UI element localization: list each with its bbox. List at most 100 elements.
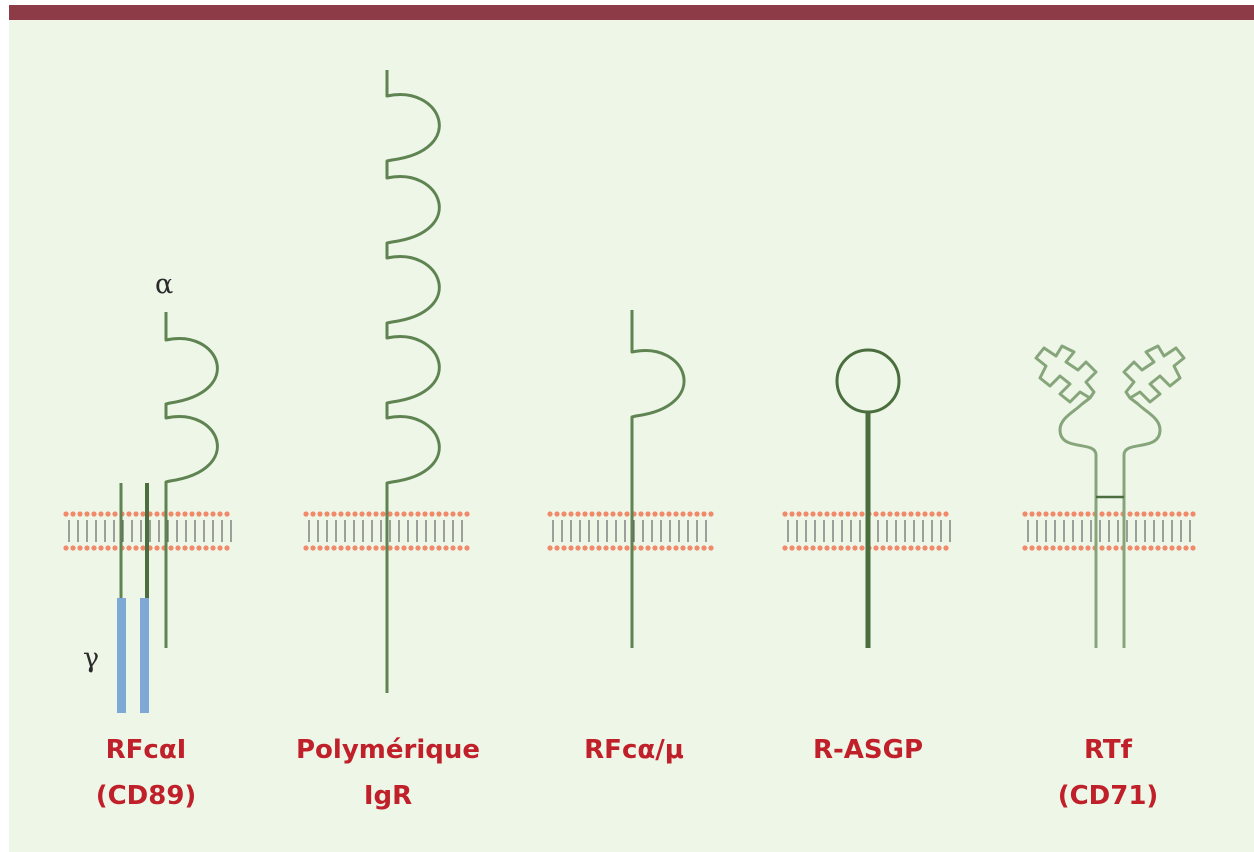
lipid-head [324,545,330,551]
lipid-head [796,511,802,517]
lipid-head [91,511,97,517]
lipid-head [873,545,879,551]
lipid-head [929,511,935,517]
label-rfcai-line1: RFcαI [106,735,187,765]
lipid-head [831,511,837,517]
lipid-head [182,511,188,517]
lipid-head [929,545,935,551]
lipid-head [415,511,421,517]
lipid-head [373,511,379,517]
lipid-head [154,545,160,551]
lipid-head [680,511,686,517]
lipid-head [443,545,449,551]
lipid-head [126,545,132,551]
lipid-head [1064,545,1070,551]
lipid-head [436,545,442,551]
lipid-head [1169,545,1175,551]
lipid-head [554,511,560,517]
lipid-head [1176,545,1182,551]
lipid-head [936,545,942,551]
lipid-head [817,545,823,551]
lipid-head [880,511,886,517]
membrane-bilayer [63,511,232,551]
lipid-head [196,511,202,517]
lipid-head [140,511,146,517]
lipid-head [1029,511,1035,517]
lipid-head [373,545,379,551]
lipid-head [789,511,795,517]
lipid-head [582,511,588,517]
lipid-head [568,545,574,551]
lipid-head [112,545,118,551]
receptor-rasgp [835,348,901,648]
lipid-head [824,511,830,517]
lipid-head [1113,511,1119,517]
rtf-arm-left [1034,344,1098,456]
lipid-head [708,545,714,551]
lipid-head [547,545,553,551]
lipid-head [1127,511,1133,517]
lipid-head [782,511,788,517]
lipid-head [1078,545,1084,551]
lipid-head [603,545,609,551]
lipid-head [936,511,942,517]
lipid-head [464,545,470,551]
lipid-head [1113,545,1119,551]
lipid-head [1162,511,1168,517]
lipid-head [394,511,400,517]
lipid-head [1148,511,1154,517]
lipid-head [1071,511,1077,517]
label-rtf-line2: (CD71) [1058,781,1159,811]
membrane-bilayer [303,511,470,551]
lipid-head [189,511,195,517]
lipid-head [1099,511,1105,517]
lipid-head [887,511,893,517]
lipid-head [659,545,665,551]
lipid-head [645,545,651,551]
label-rfcai-line2: (CD89) [96,781,197,811]
lipid-head [331,511,337,517]
alpha-chain [164,312,219,648]
lipid-head [1071,545,1077,551]
lipid-head [366,545,372,551]
receptor-rfcai: α γ [83,269,219,713]
lipid-head [450,511,456,517]
lipid-head [894,545,900,551]
lipid-head [203,545,209,551]
lipid-head [894,511,900,517]
lipid-head [659,511,665,517]
lipid-head [210,511,216,517]
lipid-head [789,545,795,551]
gamma-chain-right [140,598,149,713]
lipid-head [652,545,658,551]
lipid-head [845,511,851,517]
lipid-head [303,545,309,551]
lipid-head [70,511,76,517]
lipid-head [210,545,216,551]
lipid-head [1190,511,1196,517]
lipid-head [1155,511,1161,517]
lipid-head [359,545,365,551]
lipid-head [1141,511,1147,517]
lipid-head [922,545,928,551]
label-rtf-line1: RTf [1084,735,1133,765]
lipid-head [596,545,602,551]
lipid-head [915,511,921,517]
lipid-head [1043,511,1049,517]
lipid-head [303,511,309,517]
label-rasgp: R-ASGP [813,735,923,765]
lipid-head [1050,511,1056,517]
lipid-head [1036,545,1042,551]
receptor-rfcamu [630,310,686,648]
lipid-head [366,511,372,517]
lipid-head [324,511,330,517]
lipid-head [387,511,393,517]
lipid-head [310,511,316,517]
lipid-head [415,545,421,551]
lipid-head [387,545,393,551]
lipid-head [1085,545,1091,551]
lipid-head [666,545,672,551]
lipid-head [84,511,90,517]
rtf-arm-right [1122,344,1186,456]
